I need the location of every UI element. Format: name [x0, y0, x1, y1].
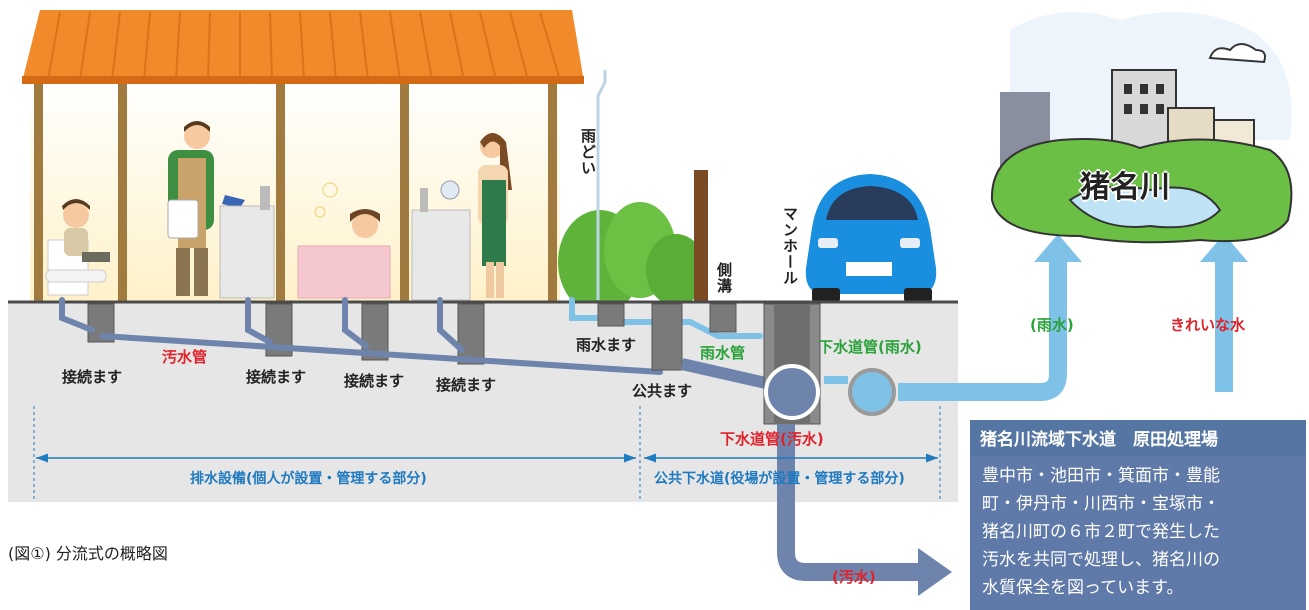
span-dividers [33, 406, 941, 500]
sewer-pipe-sewage-label: 下水道管(汚水) [720, 430, 824, 448]
public-box-label: 公共ます [632, 382, 693, 400]
rain-box-label: 雨水ます [576, 336, 637, 354]
sewer-pipe-rain-label: 下水道管(雨水) [818, 338, 922, 356]
sink-unit [219, 186, 275, 299]
connection-box-label-3: 接続ます [344, 372, 405, 390]
downspout-label: 雨どい [579, 128, 597, 176]
manhole-label: マンホール [781, 206, 799, 286]
info-line: 水質保全を図っています。 [982, 578, 1184, 598]
treatment-plant-info: 猪名川流域下水道 原田処理場 豊中市・池田市・箕面市・豊能 町・伊丹市・川西市・… [970, 420, 1306, 610]
side-ditch [709, 303, 737, 333]
sewer-pipe-sewage [764, 364, 820, 420]
info-line: 豊中市・池田市・箕面市・豊能 [982, 466, 1220, 486]
connection-box-label-1: 接続ます [62, 368, 123, 386]
bathtub-person [297, 182, 391, 299]
house-posts [34, 84, 557, 302]
info-body: 豊中市・池田市・箕面市・豊能 町・伊丹市・川西市・宝塚市・ 猪名川町の６市２町で… [970, 456, 1306, 610]
info-line: 汚水を共同で処理し、猪名川の [982, 550, 1220, 570]
public-box [651, 303, 683, 371]
man-figure [167, 121, 245, 296]
info-title: 猪名川流域下水道 原田処理場 [970, 420, 1306, 456]
rain-flow-arrow [898, 260, 1067, 401]
sewage-flow-label: (汚水) [832, 568, 876, 586]
city-illustration [990, 12, 1293, 244]
sewer-pipe-rain [848, 368, 896, 416]
rain-flow-label: (雨水) [1030, 316, 1074, 334]
side-ditch-label: 側溝 [715, 262, 733, 294]
kitchen-woman [411, 133, 512, 301]
rain-pipe-label: 雨水管 [700, 344, 746, 362]
river-name: 猪名川 [1080, 170, 1170, 205]
info-line: 猪名川町の６市２町で発生した [982, 522, 1220, 542]
sewage-pipe-label: 汚水管 [162, 348, 208, 366]
figure-caption: (図①) 分流式の概略図 [8, 544, 168, 563]
connection-box-label-2: 接続ます [246, 368, 307, 386]
clean-water-label: きれいな水 [1170, 316, 1246, 334]
toilet-child [45, 199, 110, 296]
rain-box [597, 303, 625, 327]
private-span-label: 排水設備(個人が設置・管理する部分) [190, 471, 427, 487]
bushes [558, 202, 706, 314]
public-sewage-link [680, 358, 772, 390]
sewage-flow-arrow [777, 424, 920, 581]
info-line: 町・伊丹市・川西市・宝塚市・ [982, 494, 1220, 514]
car [805, 174, 937, 302]
sewage-pipe-private [59, 297, 663, 375]
connection-box-label-4: 接続ます [436, 376, 497, 394]
utility-pole [694, 170, 708, 302]
public-span-label: 公共下水道(役場が設置・管理する部分) [654, 471, 905, 487]
house-roof [22, 10, 584, 84]
downspout [596, 70, 607, 300]
